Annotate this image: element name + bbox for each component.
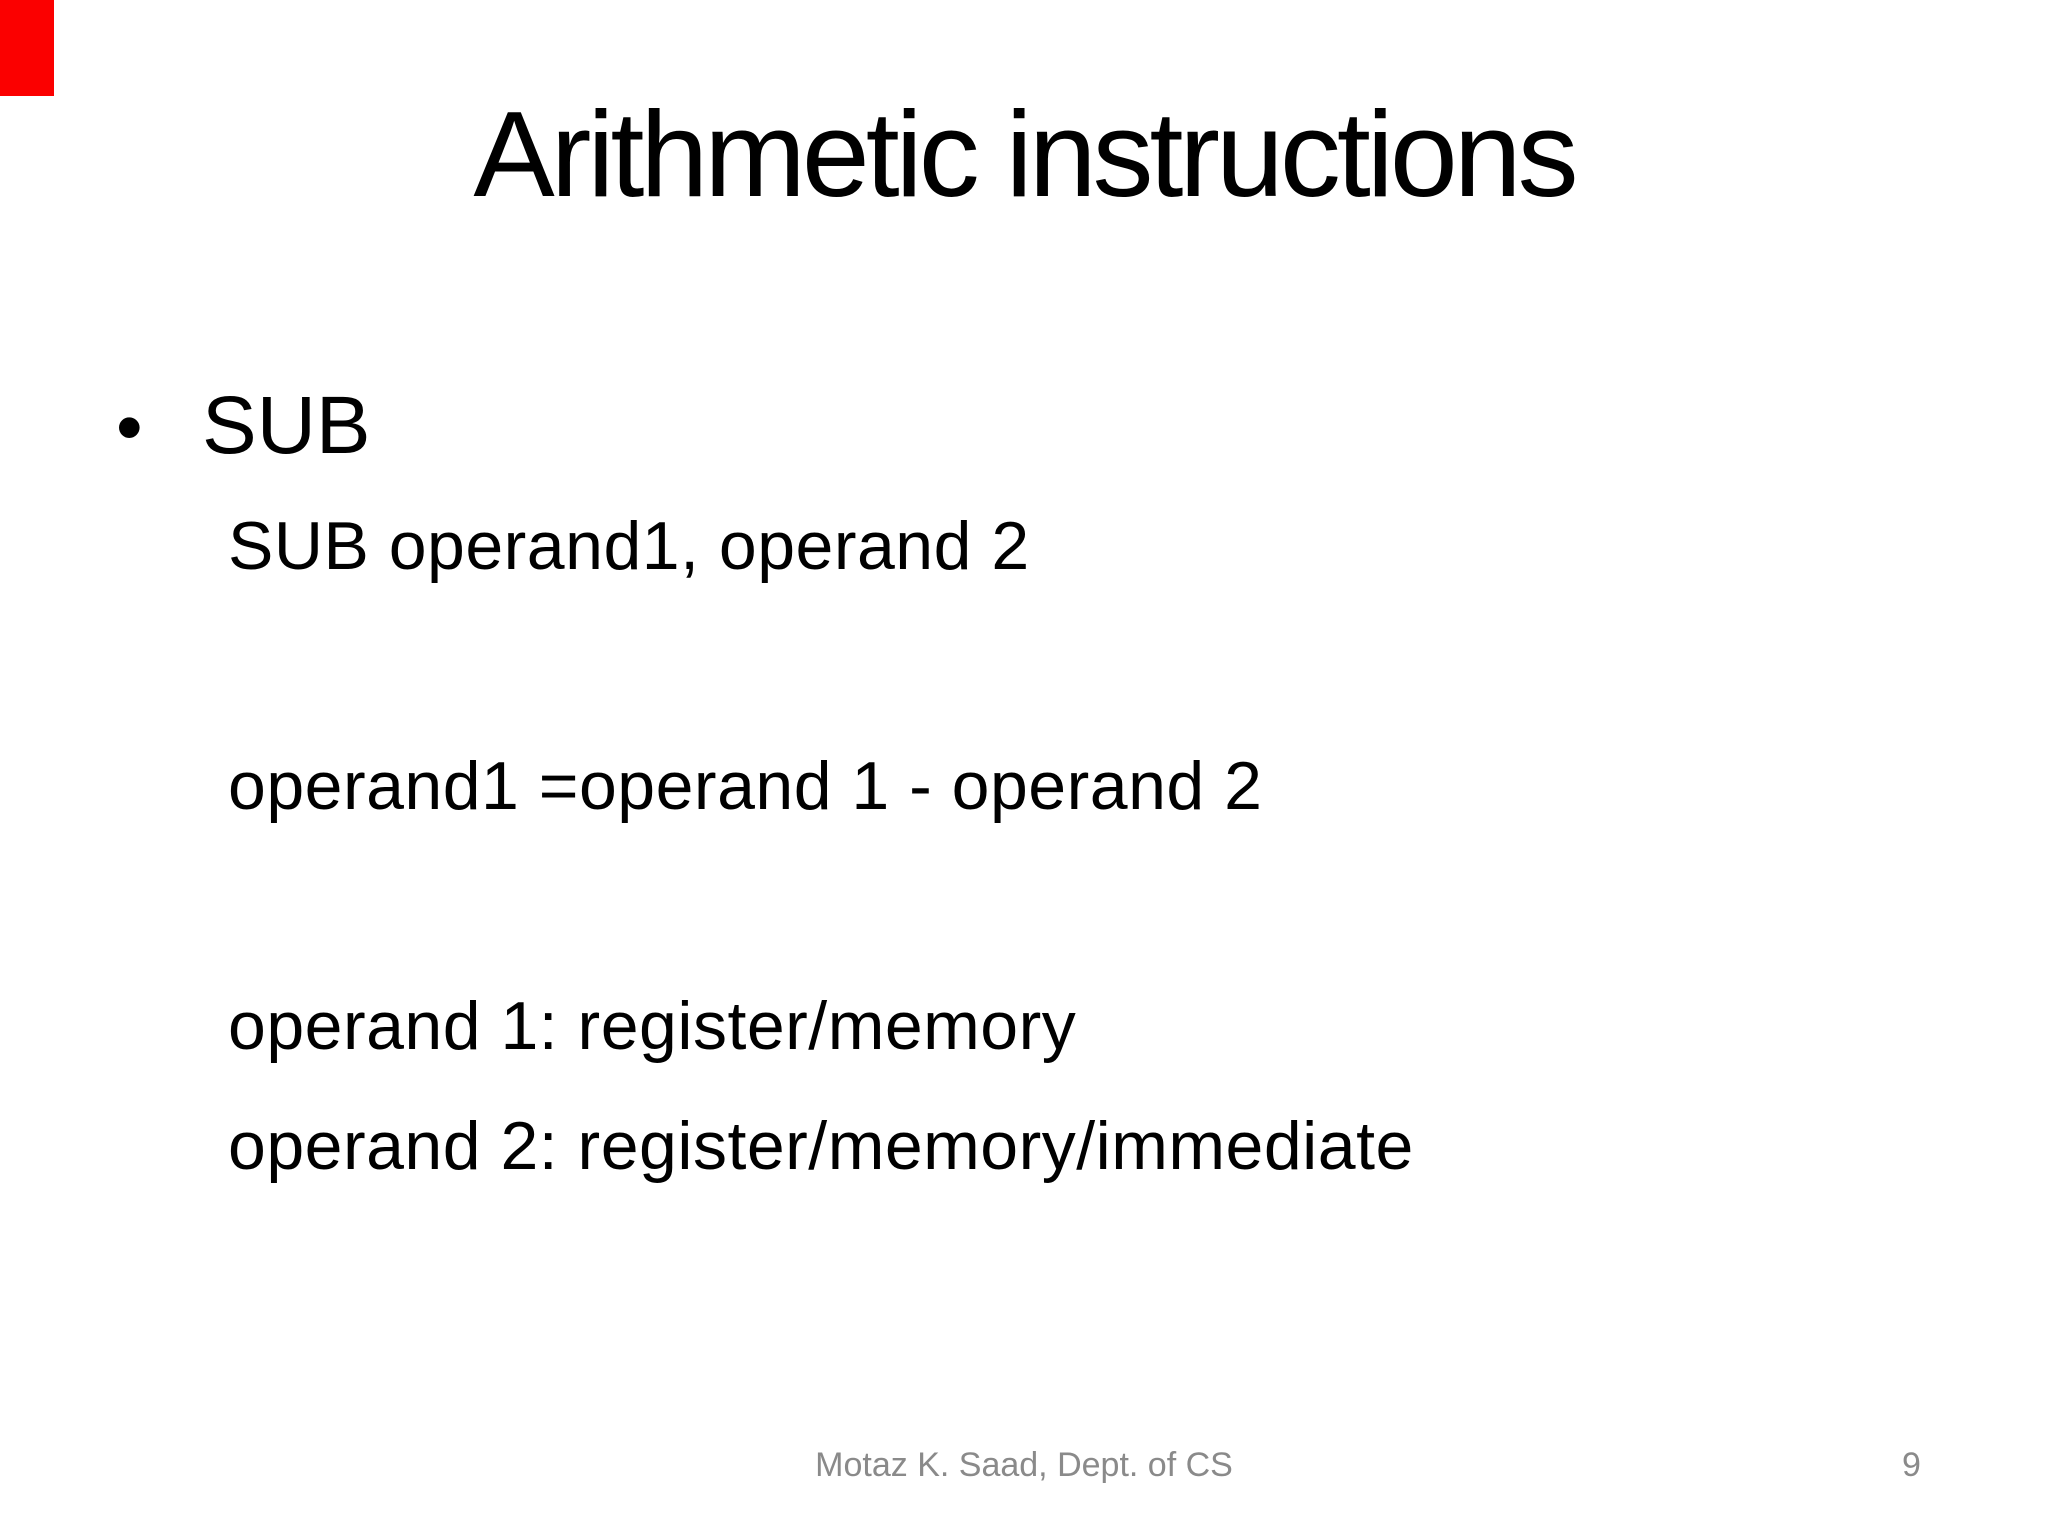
- body-line-syntax: SUB operand1, operand 2: [228, 508, 1030, 584]
- bullet-item-sub: SUB: [202, 380, 371, 471]
- accent-strip: [0, 0, 54, 96]
- slide-title: Arithmetic instructions: [473, 86, 1578, 222]
- footer-author: Motaz K. Saad, Dept. of CS: [815, 1446, 1233, 1484]
- body-line-operand1: operand 1: register/memory: [228, 988, 1077, 1064]
- body-line-semantics: operand1 =operand 1 - operand 2: [228, 748, 1263, 824]
- page-number: 9: [1902, 1446, 1921, 1484]
- body-line-operand2: operand 2: register/memory/immediate: [228, 1108, 1414, 1184]
- bullet-icon: •: [116, 385, 143, 470]
